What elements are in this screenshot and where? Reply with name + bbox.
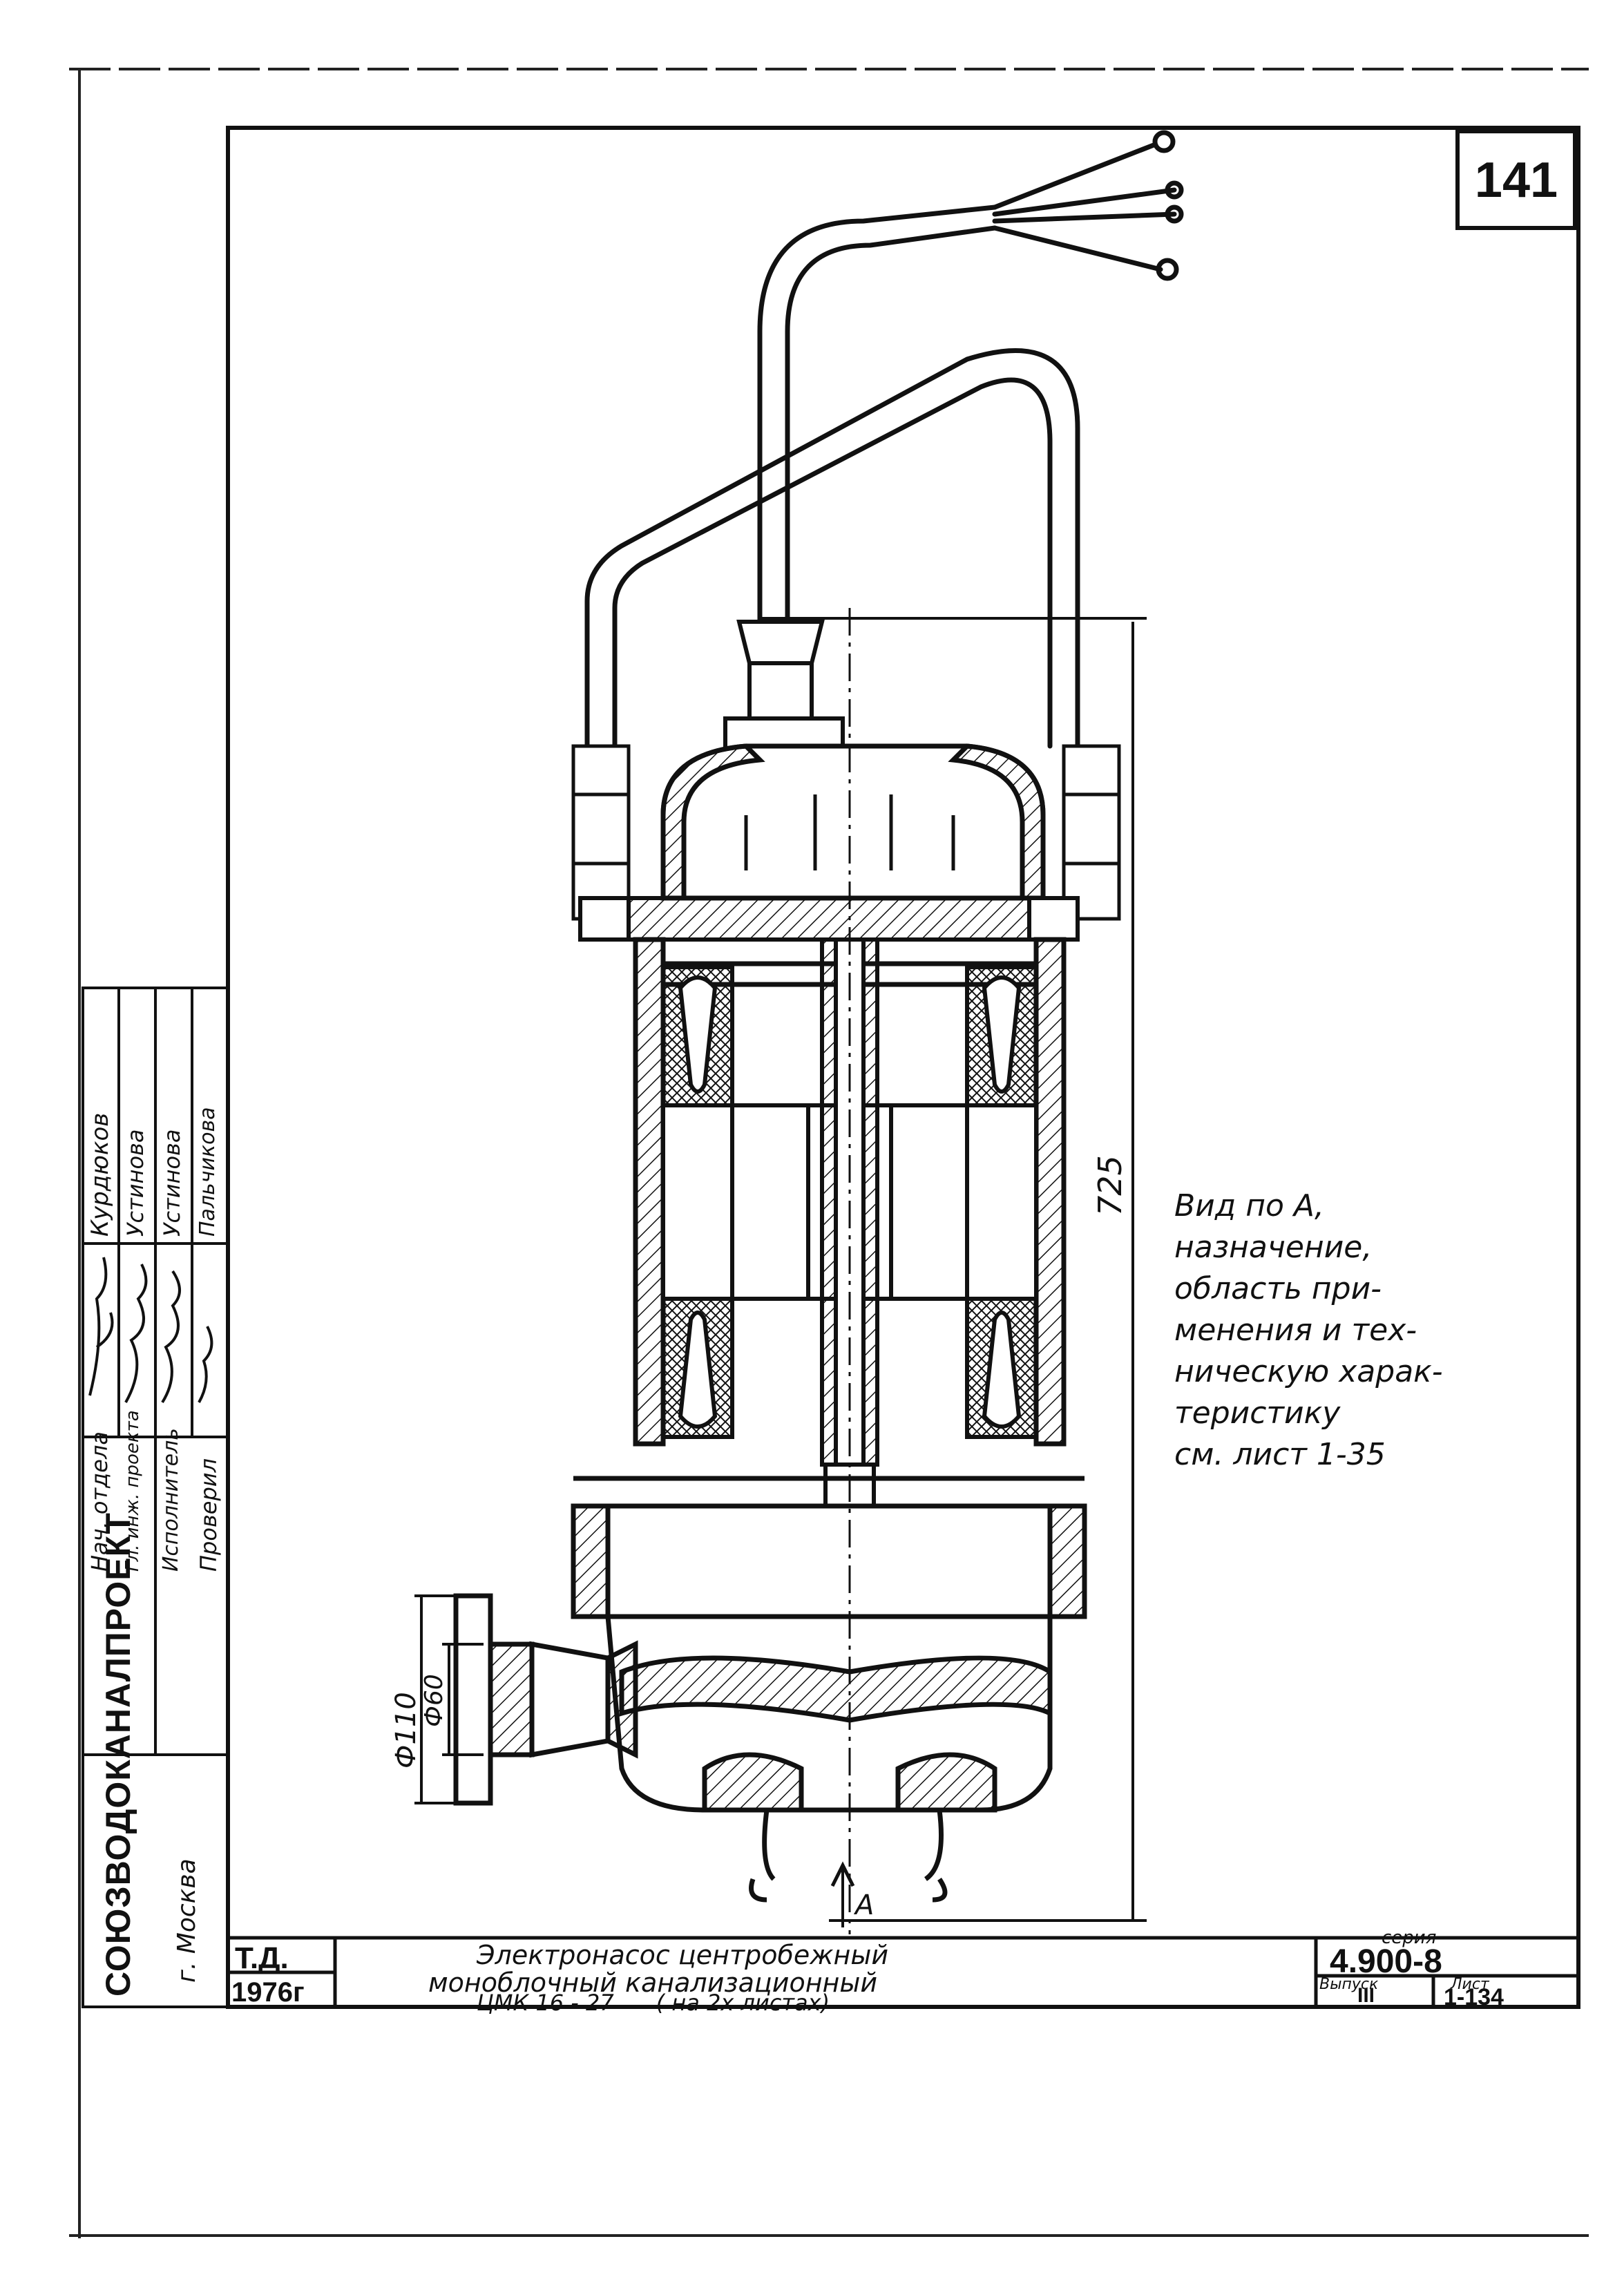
view-note-line: Вид по А, [1174, 1188, 1324, 1223]
view-note-line: область при- [1174, 1271, 1382, 1306]
dimension-inner-diameter-label: Ф60 [420, 1674, 448, 1727]
view-arrow-label: А [855, 1889, 875, 1921]
oil-chamber [571, 1476, 1087, 1619]
sheet-value: 1-134 [1444, 1984, 1504, 2010]
view-note-line: ническую харак- [1174, 1354, 1443, 1389]
signatures [88, 1257, 213, 1404]
cable-gland [723, 620, 845, 755]
drawing-title-line: ЦМК 16 - 27 ( на 2х листах) [477, 1990, 830, 2016]
sheet-trim-lines [69, 68, 1589, 2238]
series-label: серия [1382, 1927, 1437, 1948]
view-note-line: назначение, [1174, 1230, 1373, 1265]
title-block-grid [228, 1936, 1578, 2007]
dimension-outer-diameter-label: Ф110 [390, 1692, 422, 1769]
role-label: Исполнитель [159, 1428, 183, 1572]
organization-name: СОЮЗВОДОКАНАЛПРОЕКТ [99, 1512, 137, 1997]
drawing-title-line: Электронасос центробежный [477, 1940, 889, 1970]
person-name: Устинова [159, 1129, 185, 1237]
sheet-number-box [1455, 129, 1577, 230]
issue-value: III [1357, 1984, 1375, 2007]
dimension-lines [414, 617, 1147, 1927]
issue-label: Выпуск [1319, 1976, 1379, 1993]
role-label: Нач. отдела [86, 1431, 113, 1572]
year: 1976г [231, 1977, 305, 2008]
view-note-line: менения и тех- [1174, 1313, 1417, 1348]
role-label: Проверил [195, 1458, 222, 1572]
view-note-line: теристику [1174, 1395, 1341, 1431]
dimension-height-label: 725 [1091, 1155, 1129, 1216]
person-name: Курдюков [86, 1112, 114, 1237]
side-block-grid [82, 987, 229, 2008]
discharge-flange [453, 1593, 638, 1806]
person-name: Устинова [122, 1129, 149, 1237]
person-name: Пальчикова [195, 1107, 220, 1237]
sheet-label: Лист [1451, 1976, 1489, 1993]
organization-city: г. Москва [173, 1858, 201, 1983]
drawing-title-line: моноблочный канализационный [428, 1968, 878, 1998]
type-code: Т.Д. [235, 1941, 289, 1975]
series-value: 4.900-8 [1330, 1943, 1442, 1980]
motor-cover [660, 743, 1046, 901]
sheet-number: 141 [1474, 153, 1558, 208]
view-note-line: см. лист 1-35 [1174, 1437, 1386, 1472]
cable-assembly [584, 130, 1184, 749]
top-flange [578, 896, 1080, 942]
pump-volute [605, 1614, 1053, 1903]
cable-connectors [571, 744, 1121, 921]
